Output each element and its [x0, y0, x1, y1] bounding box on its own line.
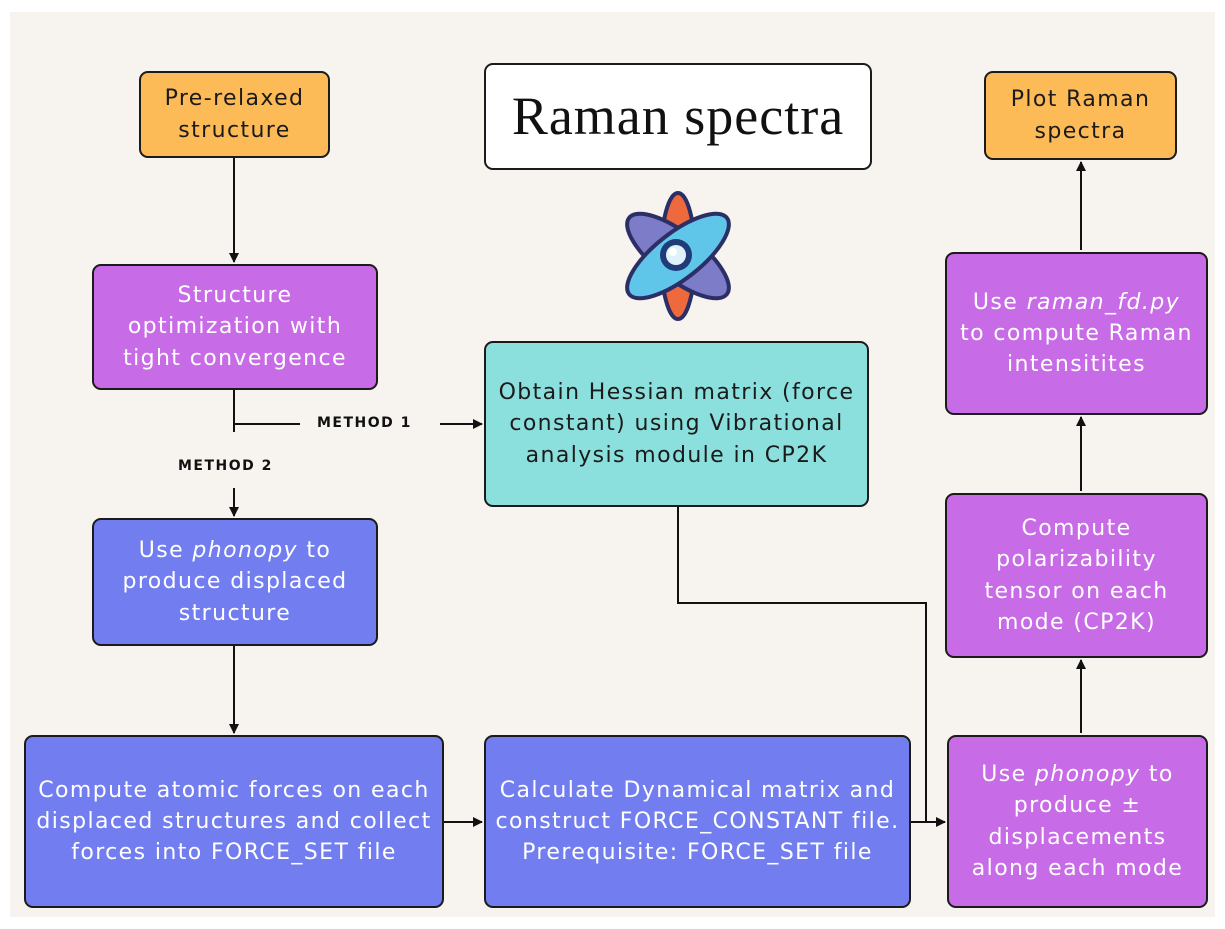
dynamical-matrix-text: Calculate Dynamical matrix and construct…: [495, 777, 900, 866]
phonopy-displacements-text: Use phonopy to produce ± displacements a…: [971, 762, 1184, 881]
structure-optimization-text: Structure optimization with tight conver…: [123, 283, 347, 371]
raman-fd-node: Use raman_fd.py to compute Raman intensi…: [945, 252, 1208, 415]
structure-optimization-node: Structure optimization with tight conver…: [92, 264, 378, 390]
polarizability-node: Compute polarizability tensor on each mo…: [945, 493, 1208, 658]
raman-fd-text: Use raman_fd.py to compute Raman intensi…: [960, 289, 1193, 378]
method-2-label: METHOD 2: [178, 458, 273, 474]
compute-forces-node: Compute atomic forces on each displaced …: [24, 735, 444, 908]
pre-relaxed-structure-node: Pre-relaxed structure: [139, 71, 330, 158]
plot-raman-spectra-text: Plot Raman spectra: [1010, 87, 1151, 144]
diagram-title: Raman spectra: [484, 63, 872, 170]
atom-icon: [625, 191, 731, 321]
phonopy-displaced-node: Use phonopy to produce displaced structu…: [92, 518, 378, 646]
dynamical-matrix-node: Calculate Dynamical matrix and construct…: [484, 735, 911, 908]
diagram-title-text: Raman spectra: [511, 85, 845, 146]
hessian-matrix-node: Obtain Hessian matrix (force constant) u…: [484, 341, 869, 507]
hessian-matrix-text: Obtain Hessian matrix (force constant) u…: [498, 380, 855, 468]
phonopy-displacements-node: Use phonopy to produce ± displacements a…: [947, 735, 1208, 908]
phonopy-displaced-text: Use phonopy to produce displaced structu…: [122, 538, 348, 626]
compute-forces-text: Compute atomic forces on each displaced …: [36, 777, 432, 866]
pre-relaxed-structure-text: Pre-relaxed structure: [164, 86, 305, 143]
line-hessian-to-phonopy-pm: [677, 507, 927, 822]
plot-raman-spectra-node: Plot Raman spectra: [984, 71, 1177, 160]
polarizability-text: Compute polarizability tensor on each mo…: [984, 516, 1169, 635]
method-1-label: METHOD 1: [317, 415, 412, 431]
